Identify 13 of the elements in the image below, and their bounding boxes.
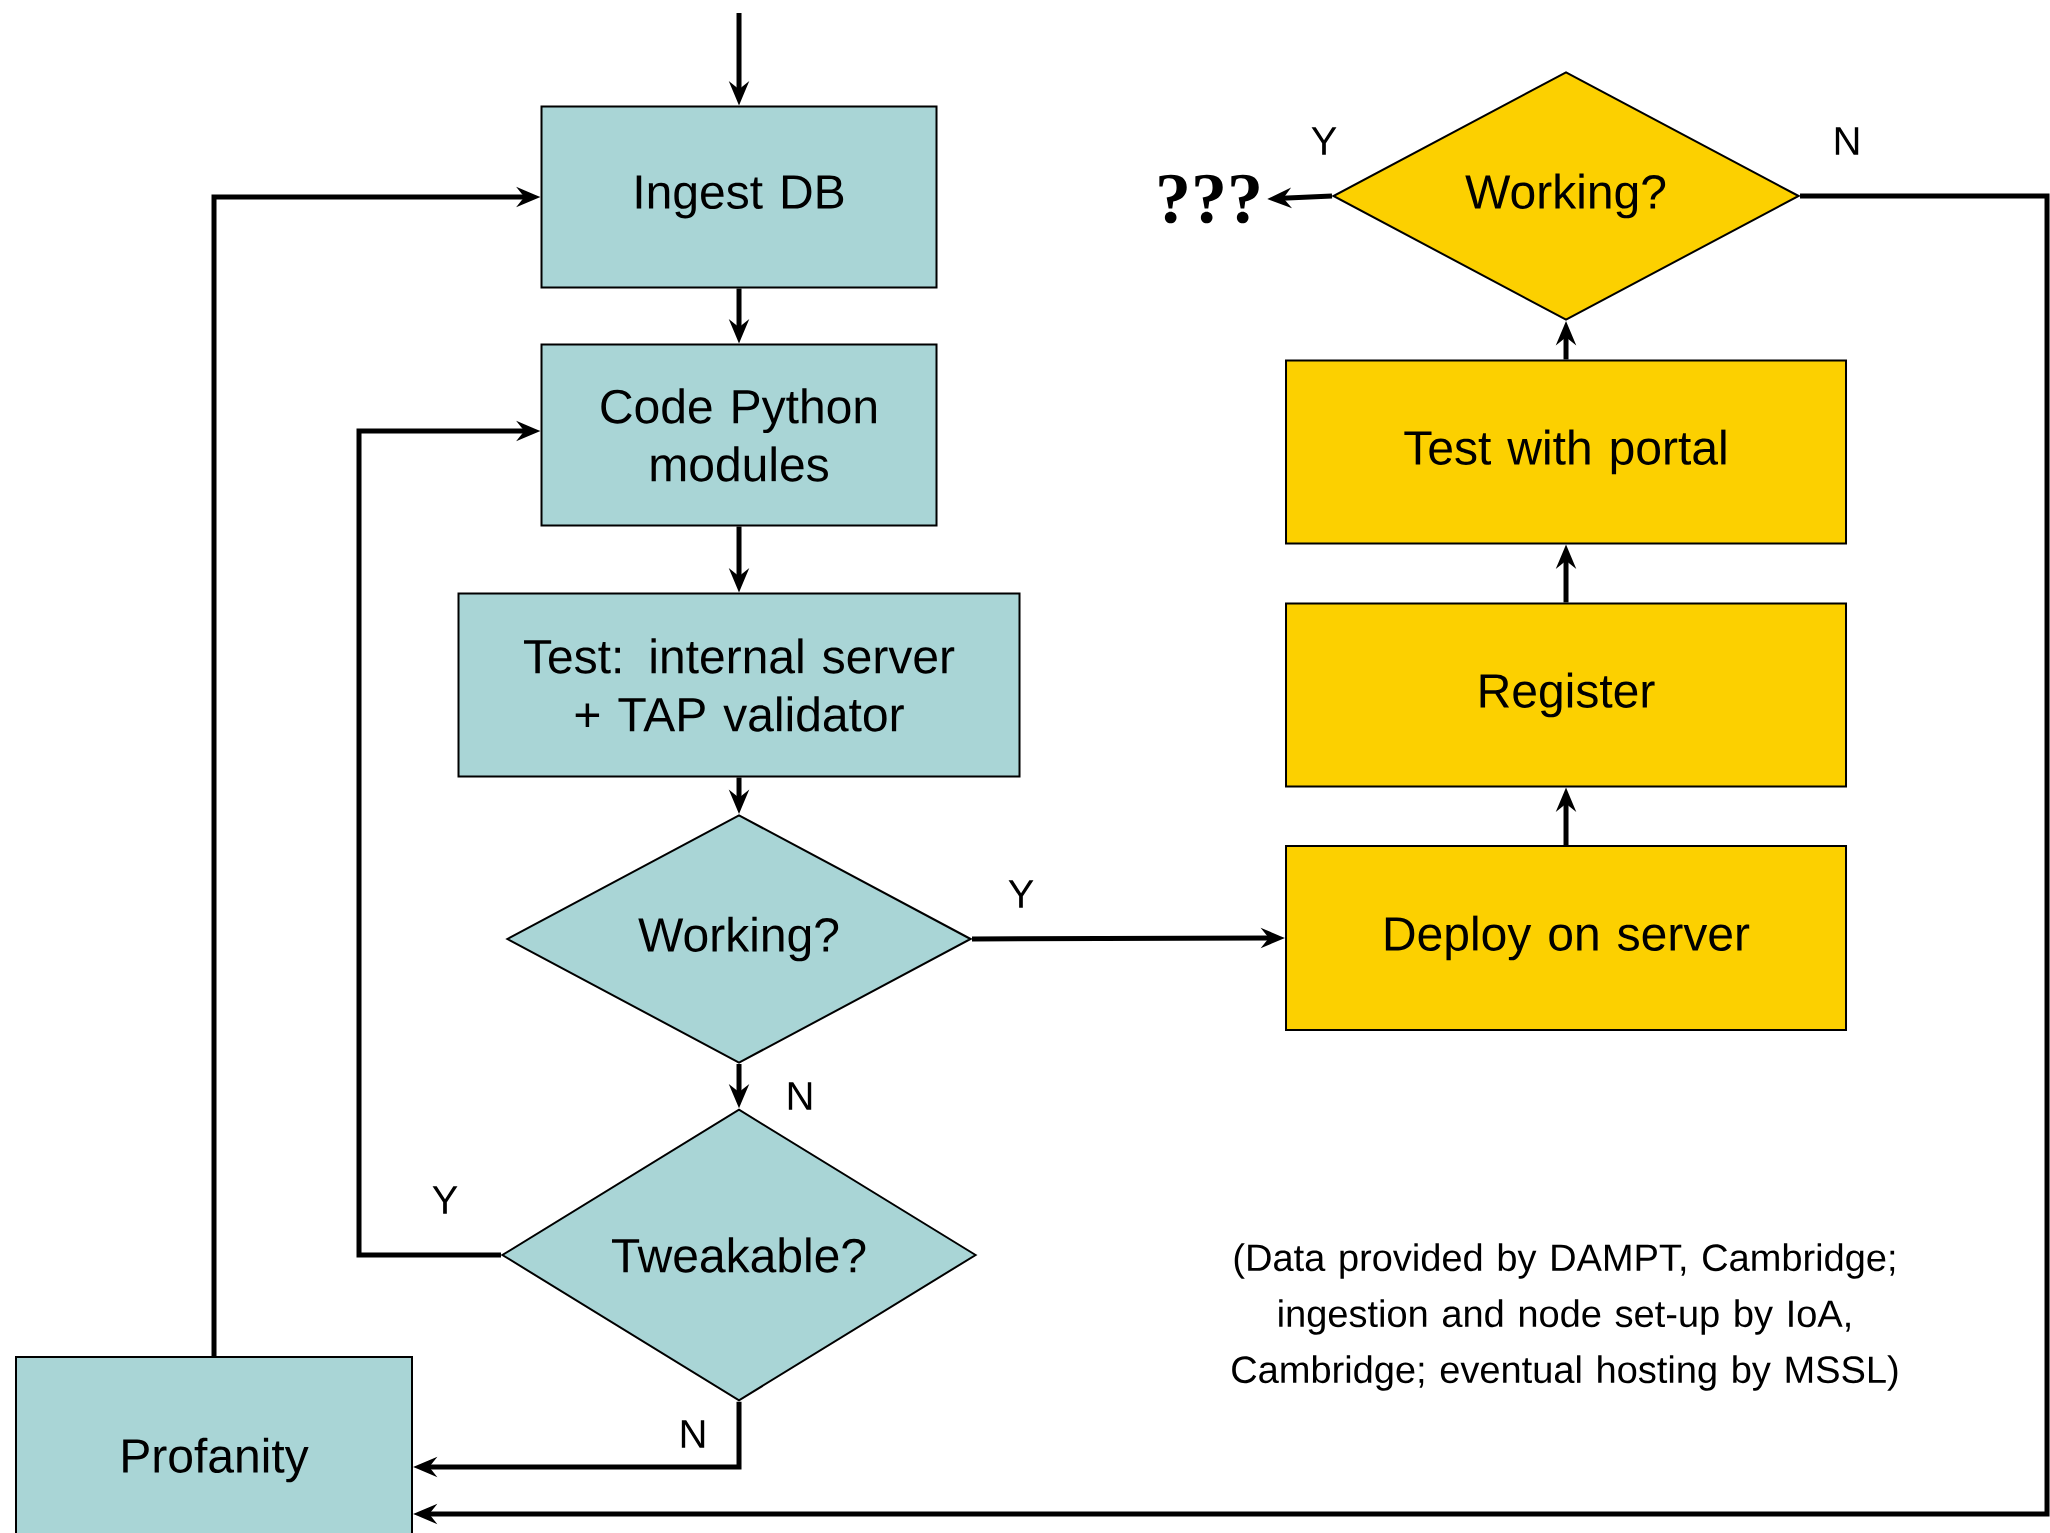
note-text: (Data provided by DAMPT, Cambridge; ingestion and node set-up by IoA, Cambridge; eventual hosting by MSSL) [1232,1243,1898,1391]
process-box: Test: internal server + TAP validator [457,592,1021,778]
question-marks: ??? [1159,174,1259,224]
process-box: Code Python modules [540,343,938,527]
edge-label: Y [429,1184,461,1216]
edge-label: N [676,1418,710,1450]
edge-label: Y [1005,878,1037,910]
process-box: Register [1285,602,1847,788]
process-box: Profanity [15,1356,413,1533]
edge-label: N [1830,125,1864,157]
process-box: Deploy on server [1285,845,1847,1031]
process-box: Test with portal [1285,359,1847,545]
process-box: Ingest DB [540,105,938,289]
